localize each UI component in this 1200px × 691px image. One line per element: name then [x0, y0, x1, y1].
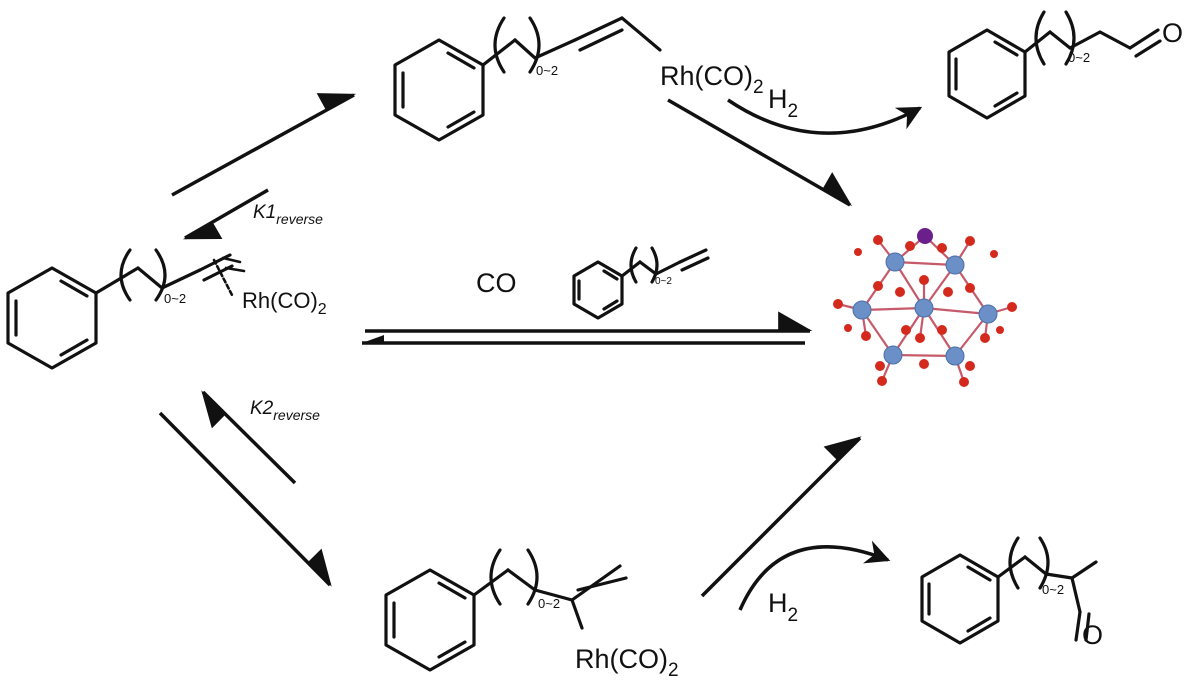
rh-co2-label: Rh(CO)2 [660, 61, 764, 98]
close-parenthesis [526, 548, 539, 606]
benzene-ring [393, 38, 485, 142]
open-parenthesis [1034, 10, 1046, 66]
repeat-range-label: 0~2 [164, 291, 186, 306]
forward-arrow-to-branched [158, 411, 332, 587]
open-parenthesis [629, 246, 638, 284]
close-parenthesis [1064, 10, 1076, 66]
aldehyde-oxygen-label: O [1082, 620, 1103, 650]
branched-rh-alkyl-intermediate: 0~2 Rh(CO)2 [384, 548, 679, 681]
close-parenthesis [1038, 536, 1050, 590]
alkene-rh-pi-complex: 0~2 Rh(CO)2 [6, 248, 327, 370]
branched-aldehyde-product: 0~2 O [920, 536, 1103, 650]
forward-arrow-to-linear [171, 93, 357, 197]
repeat-range-label: 0~2 [1068, 50, 1090, 65]
arrow-branched-to-cluster [700, 436, 862, 598]
k2-reverse-label: K2reverse [250, 398, 320, 423]
linear-rh-alkyl-intermediate: 0~2 Rh(CO)2 [393, 16, 764, 142]
hydrogenation-arrow-top [727, 98, 923, 135]
repeat-range-label: 0~2 [655, 276, 672, 287]
open-parenthesis [119, 248, 132, 302]
k2-reverse-arrow [201, 390, 297, 485]
open-parenthesis [1008, 536, 1020, 590]
repeat-range-label: 0~2 [1042, 582, 1064, 597]
close-parenthesis [528, 16, 541, 74]
rh-co2-label: Rh(CO)2 [575, 644, 679, 681]
repeat-range-label: 0~2 [538, 596, 560, 611]
pi-coordination-bond [212, 258, 234, 297]
benzene-ring [920, 553, 1000, 645]
k1-reverse-label: K1reverse [253, 202, 323, 227]
allylbenzene-substrate: 0~2 [572, 246, 710, 320]
benzene-ring [947, 28, 1027, 120]
open-parenthesis [493, 16, 506, 74]
arrow-linear-to-cluster [667, 98, 853, 207]
aldehyde-oxygen-label: O [1162, 18, 1183, 48]
co-label: CO [476, 268, 517, 298]
repeat-range-label: 0~2 [536, 63, 558, 78]
h2-bottom-label: H2 [768, 588, 798, 626]
close-parenthesis [154, 248, 167, 302]
linear-aldehyde-product: 0~2 O [947, 10, 1183, 120]
close-parenthesis [650, 246, 659, 284]
benzene-ring [384, 568, 476, 672]
open-parenthesis [489, 548, 502, 606]
rh-carbonyl-cluster [833, 228, 1017, 387]
benzene-ring [6, 266, 98, 370]
rh-co2-label: Rh(CO)2 [242, 288, 327, 318]
k1-reverse-arrow [182, 188, 269, 240]
h2-top-label: H2 [768, 84, 798, 122]
hydrogenation-arrow-bottom [738, 540, 891, 611]
heteroatom [917, 228, 933, 244]
